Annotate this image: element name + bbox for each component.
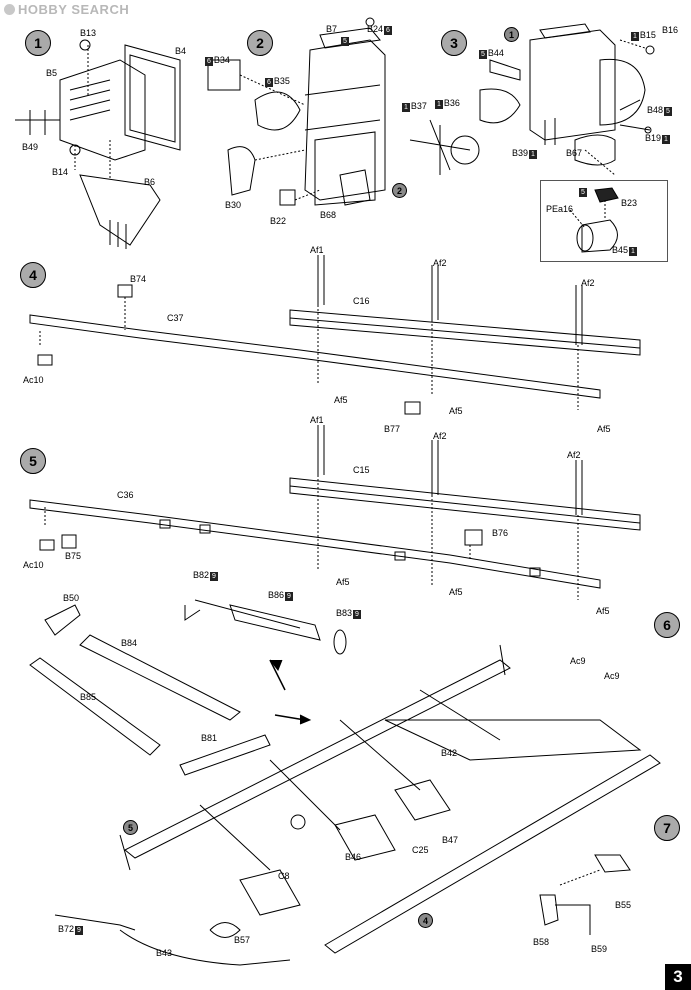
part-label: Ac9: [570, 656, 586, 666]
part-label: B7: [326, 24, 338, 34]
part-label: B81: [201, 733, 218, 743]
part-label: B85: [80, 692, 97, 702]
step-marker-7: 7: [654, 815, 680, 841]
step-marker-1: 1: [25, 30, 51, 56]
part-label: B75: [65, 551, 82, 561]
step-marker-6: 6: [654, 612, 680, 638]
part-label: Af2: [433, 258, 447, 268]
step5-drawing: [29, 425, 641, 600]
part-label: B68: [320, 210, 337, 220]
part-label: B47: [442, 835, 459, 845]
part-label: Af5: [334, 395, 348, 405]
step3-inset-drawing: [569, 187, 619, 253]
part-label: B13: [80, 28, 97, 38]
page-number: 3: [665, 964, 691, 990]
step4-drawing: [29, 255, 641, 415]
part-label: B16: [662, 25, 679, 35]
part-label: B76: [492, 528, 509, 538]
part-label: Af1: [310, 415, 324, 425]
part-label: B22: [270, 216, 287, 226]
step-marker-2: 2: [247, 30, 273, 56]
step1-drawing: [15, 39, 181, 249]
part-label: B30: [225, 200, 242, 210]
part-label: Af2: [581, 278, 595, 288]
part-label: B4: [175, 46, 187, 56]
part-label: Af2: [433, 431, 447, 441]
part-label: C15: [353, 465, 370, 475]
step7-drawing: [539, 854, 631, 935]
cross-reference-2: 2: [392, 183, 407, 198]
part-label: B50: [63, 593, 80, 603]
part-label: Af1: [310, 245, 324, 255]
step-marker-3: 3: [441, 30, 467, 56]
part-label: C37: [167, 313, 184, 323]
part-label: Af5: [449, 406, 463, 416]
part-label: B49: [22, 142, 39, 152]
part-label: B67: [566, 148, 583, 158]
cross-reference-4: 4: [418, 913, 433, 928]
part-label: Af2: [567, 450, 581, 460]
part-label: Ac9: [604, 671, 620, 681]
part-label: Af5: [596, 606, 610, 616]
part-label: PEa16: [546, 204, 574, 214]
part-label: B77: [384, 424, 401, 434]
part-label: C8: [278, 871, 290, 881]
watermark: HOBBY SEARCH: [4, 2, 129, 17]
part-label: B6: [144, 177, 156, 187]
part-label: B59: [591, 944, 608, 954]
part-label: B43: [156, 948, 173, 958]
cross-reference-1: 1: [504, 27, 519, 42]
cross-reference-5: 5: [123, 820, 138, 835]
part-label: B57: [234, 935, 251, 945]
step-marker-4: 4: [20, 262, 46, 288]
part-label: C25: [412, 845, 429, 855]
part-label: Af5: [449, 587, 463, 597]
part-label: 5: [341, 37, 349, 46]
part-label: Ac10: [23, 560, 44, 570]
part-label: B74: [130, 274, 147, 284]
part-label: B46: [345, 852, 362, 862]
part-label: B5: [46, 68, 58, 78]
part-label: C16: [353, 296, 370, 306]
part-label: B84: [121, 638, 138, 648]
part-label: B55: [615, 900, 632, 910]
step-marker-5: 5: [20, 448, 46, 474]
part-label: B42: [441, 748, 458, 758]
step6-drawing: [29, 599, 661, 966]
part-label: C36: [117, 490, 134, 500]
part-label: Af5: [336, 577, 350, 587]
part-label: Ac10: [23, 375, 44, 385]
part-label: B58: [533, 937, 550, 947]
part-label: B14: [52, 167, 69, 177]
step3-drawing: [409, 23, 655, 176]
step3-detail-inset: [540, 180, 668, 262]
part-label: 5: [579, 188, 587, 197]
part-label: B23: [621, 198, 638, 208]
step2-drawing: [207, 17, 386, 206]
part-label: Af5: [597, 424, 611, 434]
watermark-logo-icon: [4, 4, 15, 15]
